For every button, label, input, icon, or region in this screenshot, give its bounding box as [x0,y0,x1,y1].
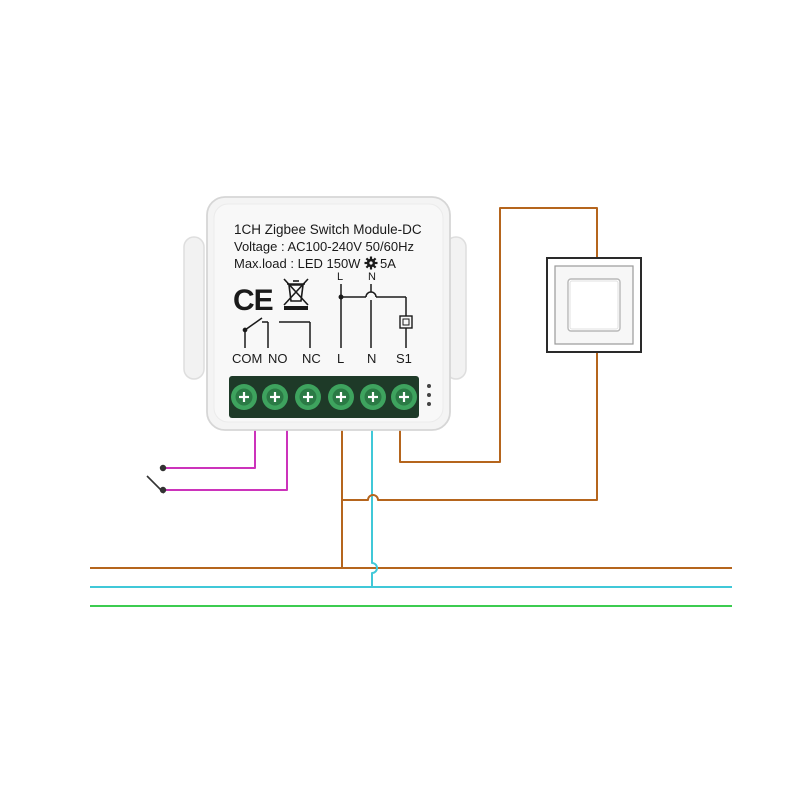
screw-terminal-icon [231,384,257,410]
indicator-dots [427,384,431,406]
no-wire [163,430,288,491]
ce-mark-icon: CE [233,284,273,317]
wall-switch-icon [546,257,642,353]
schematic-label-n: N [368,271,376,283]
max-load-amps: 5A [380,256,396,271]
com-wire [163,430,256,469]
screw-terminal-icon [360,384,386,410]
screw-terminal-icon [391,384,417,410]
crossed-bin-icon [283,278,309,310]
module-wires [163,207,598,587]
terminal-screws [231,384,417,410]
bus-lines [90,567,732,607]
terminal-label-s1: S1 [396,351,412,366]
screw-terminal-icon [262,384,288,410]
terminal-label-nc: NC [302,351,321,366]
n-terminal-wire [371,430,378,587]
terminal-label-l: L [337,351,344,366]
voltage-rating: Voltage : AC100-240V 50/60Hz [234,239,414,254]
terminal-label-no: NO [268,351,288,366]
terminal-label-com: COM [232,351,262,366]
switch-module: 1CH Zigbee Switch Module-DC Voltage : AC… [183,196,467,431]
module-title: 1CH Zigbee Switch Module-DC [234,222,422,237]
s1-to-switch-wire [399,207,598,463]
screw-terminal-icon [328,384,354,410]
gear-icon [364,256,378,270]
schematic-label-l: L [337,271,343,283]
power-schematic [338,284,413,348]
open-switch-icon [146,464,167,494]
terminal-label-n: N [367,351,376,366]
relay-contact-schematic [242,317,311,348]
max-load-rating: Max.load : LED 150W [234,256,361,271]
switch-return-wire [342,352,598,501]
screw-terminal-icon [295,384,321,410]
